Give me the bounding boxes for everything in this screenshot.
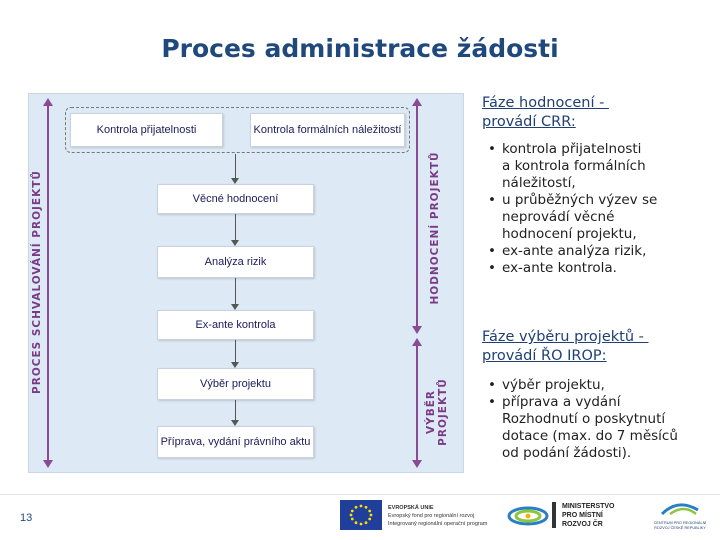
bullet-line: náležitostí, <box>502 175 576 191</box>
phase-evaluation-section: Fáze hodnocení - provádí CRR: kontrola p… <box>482 94 712 277</box>
vyber-axis-arrow-up <box>412 338 422 346</box>
list-item: výběr projektu, <box>482 377 712 394</box>
left-axis-arrow-up <box>43 98 53 106</box>
ministry-text-line: MINISTERSTVO <box>562 503 615 510</box>
phase-selection-section: Fáze výběru projektů - provádí ŘO IROP: … <box>482 328 712 462</box>
connector-line <box>235 400 236 422</box>
phase-selection-heading: Fáze výběru projektů - provádí ŘO IROP: <box>482 328 712 366</box>
phase-evaluation-heading: Fáze hodnocení - provádí CRR: <box>482 94 712 132</box>
hodnoceni-axis-line <box>416 104 418 328</box>
left-axis-label: PROCES SCHVALOVÁNÍ PROJEKTŮ <box>31 170 43 394</box>
irop-logo <box>506 504 550 528</box>
eu-flag-logo <box>340 500 382 530</box>
bullet-line: kontrola přijatelnosti <box>502 141 642 157</box>
ministry-text-line: ROZVOJ ČR <box>562 521 603 528</box>
eu-text-line: Integrovaný regionální operační program <box>388 521 488 527</box>
vyber-axis-label: VÝBĚR PROJEKTŮ <box>425 372 449 452</box>
bullet-line: hodnocení projektu, <box>502 226 637 242</box>
bullet-line: příprava a vydání <box>502 394 621 410</box>
connector-arrow <box>231 240 239 246</box>
crr-mark-icon <box>660 503 699 516</box>
connector-line <box>235 340 236 364</box>
bullet-line: u průběžných výzev se <box>502 192 658 208</box>
list-item: příprava a vydání Rozhodnutí o poskytnut… <box>482 394 712 462</box>
left-axis-arrow-down <box>43 460 53 468</box>
list-item: ex-ante kontrola. <box>482 260 712 277</box>
eu-text-line: EVROPSKÁ UNIE <box>388 505 434 511</box>
bullet-line: od podání žádosti). <box>502 445 632 461</box>
connector-line <box>235 278 236 306</box>
eu-stars-icon <box>349 504 373 526</box>
hodnoceni-axis-arrow-up <box>412 98 422 106</box>
ministry-text-block: MINISTERSTVO PRO MÍSTNÍ ROZVOJ ČR <box>562 502 615 529</box>
formal-checks-group <box>65 107 410 153</box>
vyber-axis-label-line2: PROJEKTŮ <box>437 378 449 446</box>
list-item: u průběžných výzev se neprovádí věcné ho… <box>482 192 712 243</box>
ministry-logo <box>552 502 556 528</box>
box-kontrola-formalnich: Kontrola formálních náležitostí <box>250 113 405 147</box>
phase-evaluation-list: kontrola přijatelnosti a kontrola formál… <box>482 141 712 277</box>
bullet-line: ex-ante analýza rizik, <box>502 243 647 259</box>
hodnoceni-axis-label: HODNOCENÍ PROJEKTŮ <box>429 151 441 305</box>
phase-selection-list: výběr projektu, příprava a vydání Rozhod… <box>482 377 712 462</box>
connector-line <box>235 214 236 242</box>
box-ex-ante-kontrola: Ex-ante kontrola <box>157 310 314 340</box>
box-vecne-hodnoceni: Věcné hodnocení <box>157 184 314 214</box>
footer-divider <box>0 494 720 495</box>
bullet-line: dotace (max. do 7 měsíců <box>502 428 678 444</box>
bullet-line: výběr projektu, <box>502 377 605 393</box>
bullet-line: ex-ante kontrola. <box>502 260 617 276</box>
box-vyber-projektu: Výběr projektu <box>157 368 314 400</box>
list-item: ex-ante analýza rizik, <box>482 243 712 260</box>
eu-text-line: Evropský fond pro regionální rozvoj <box>388 513 475 519</box>
page-title: Proces administrace žádosti <box>161 34 559 63</box>
hodnoceni-axis-arrow-down <box>412 326 422 334</box>
crr-text: CENTRUM PRO REGIONÁLNÍ ROZVOJ ČESKÉ REPU… <box>653 521 707 530</box>
connector-arrow <box>231 304 239 310</box>
eu-text-block: EVROPSKÁ UNIE Evropský fond pro regionál… <box>388 504 487 528</box>
phase-evaluation-heading-line2: provádí CRR: <box>482 114 576 130</box>
phase-selection-heading-line1: Fáze výběru projektů - <box>482 329 649 345</box>
crr-logo: CENTRUM PRO REGIONÁLNÍ ROZVOJ ČESKÉ REPU… <box>648 500 712 530</box>
vyber-axis-label-line1: VÝBĚR <box>425 390 437 434</box>
connector-arrow <box>231 362 239 368</box>
vyber-axis-arrow-down <box>412 460 422 468</box>
box-kontrola-prijatelnosti: Kontrola přijatelnosti <box>70 113 223 147</box>
page-number: 13 <box>20 512 33 524</box>
connector-arrow <box>231 178 239 184</box>
irop-swirl-icon <box>507 506 549 526</box>
phase-evaluation-heading-line1: Fáze hodnocení - <box>482 95 609 111</box>
box-analyza-rizik: Analýza rizik <box>157 246 314 278</box>
bullet-line: Rozhodnutí o poskytnutí <box>502 411 666 427</box>
process-diagram <box>28 93 464 473</box>
list-item: kontrola přijatelnosti a kontrola formál… <box>482 141 712 192</box>
left-axis-line <box>47 104 49 462</box>
ministry-text-line: PRO MÍSTNÍ <box>562 512 603 519</box>
bullet-line: neprovádí věcné <box>502 209 615 225</box>
connector-line <box>235 154 236 180</box>
bullet-line: a kontrola formálních <box>502 158 646 174</box>
phase-selection-heading-line2: provádí ŘO IROP: <box>482 348 607 364</box>
vyber-axis-line <box>416 344 418 462</box>
connector-arrow <box>231 420 239 426</box>
box-priprava: Příprava, vydání právního aktu <box>157 426 314 458</box>
